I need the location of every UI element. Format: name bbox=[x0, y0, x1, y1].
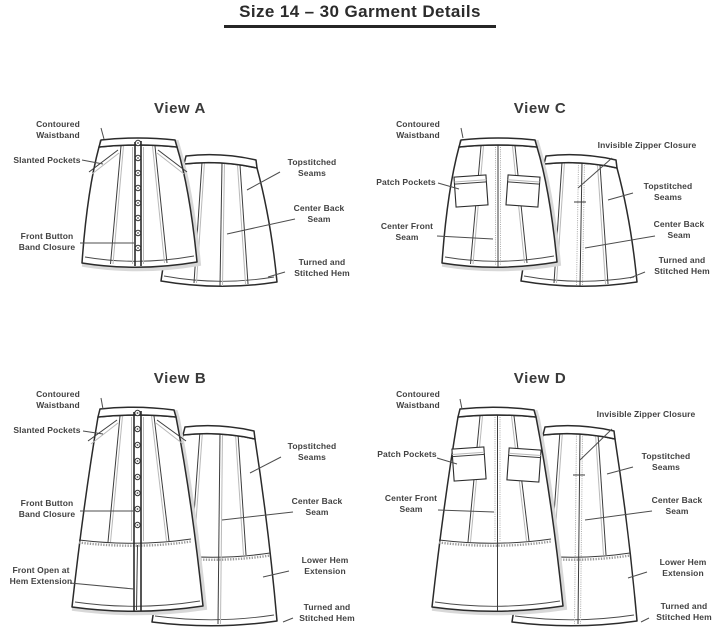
label-front-button-band-closure: Front Button Band Closure bbox=[18, 498, 76, 519]
view-a-illustration bbox=[80, 127, 296, 288]
front-skirt bbox=[431, 406, 564, 612]
leader-lines bbox=[69, 397, 294, 623]
view-b-panel: View B bbox=[0, 365, 360, 630]
patch-pocket-right bbox=[505, 174, 541, 208]
view-d-panel: View D bbox=[360, 365, 720, 630]
label-contoured-waistband: Contoured Waistband bbox=[36, 389, 80, 410]
page-title: Size 14 – 30 Garment Details bbox=[239, 2, 481, 21]
button-row bbox=[134, 409, 141, 529]
label-topstitched-seams: Topstitched Seams bbox=[287, 441, 337, 462]
front-skirt bbox=[71, 406, 204, 612]
leader-lines bbox=[436, 127, 656, 279]
label-topstitched-seams: Topstitched Seams bbox=[641, 451, 691, 472]
label-contoured-waistband: Contoured Waistband bbox=[396, 389, 440, 410]
label-center-back-seam: Center Back Seam bbox=[651, 495, 703, 516]
label-topstitched-seams: Topstitched Seams bbox=[643, 181, 693, 202]
label-turned-stitched-hem: Turned and Stitched Hem bbox=[654, 255, 710, 276]
label-center-back-seam: Center Back Seam bbox=[291, 496, 343, 517]
label-lower-hem-extension: Lower Hem Extension bbox=[301, 555, 349, 576]
button-row bbox=[134, 139, 142, 252]
leader-lines bbox=[80, 127, 296, 278]
view-d-title: View D bbox=[513, 370, 567, 387]
view-a-title: View A bbox=[154, 100, 206, 117]
patch-pocket-right bbox=[506, 447, 542, 483]
label-turned-stitched-hem: Turned and Stitched Hem bbox=[294, 257, 350, 278]
label-slanted-pockets: Slanted Pockets bbox=[13, 155, 81, 165]
view-b-illustration bbox=[69, 397, 294, 627]
leader-lines bbox=[436, 398, 653, 623]
label-lower-hem-extension: Lower Hem Extension bbox=[659, 557, 707, 578]
label-center-front-seam: Center Front Seam bbox=[384, 493, 438, 514]
view-c-title: View C bbox=[513, 100, 567, 117]
label-patch-pockets: Patch Pockets bbox=[376, 177, 436, 187]
view-a-panel: View A bbox=[0, 95, 360, 310]
view-d-illustration bbox=[431, 398, 653, 627]
label-turned-stitched-hem: Turned and Stitched Hem bbox=[656, 601, 712, 622]
view-c-panel: View C bbox=[360, 95, 720, 310]
label-contoured-waistband: Contoured Waistband bbox=[396, 119, 440, 140]
label-center-back-seam: Center Back Seam bbox=[653, 219, 705, 240]
label-contoured-waistband: Contoured Waistband bbox=[36, 119, 80, 140]
label-center-front-seam: Center Front Seam bbox=[380, 221, 434, 242]
label-invisible-zipper-closure: Invisible Zipper Closure bbox=[596, 409, 696, 419]
page-header: Size 14 – 30 Garment Details bbox=[0, 2, 720, 28]
label-center-back-seam: Center Back Seam bbox=[293, 203, 345, 224]
label-invisible-zipper-closure: Invisible Zipper Closure bbox=[597, 140, 697, 150]
patch-pocket-left bbox=[453, 174, 489, 208]
label-front-button-band-closure: Front Button Band Closure bbox=[18, 231, 76, 252]
view-c-illustration bbox=[436, 127, 656, 288]
view-b-title: View B bbox=[153, 370, 207, 387]
label-slanted-pockets: Slanted Pockets bbox=[13, 425, 81, 435]
title-underline bbox=[224, 25, 496, 28]
front-skirt bbox=[81, 137, 198, 269]
label-turned-stitched-hem: Turned and Stitched Hem bbox=[299, 602, 355, 623]
label-front-open-hem-extension: Front Open at Hem Extension bbox=[9, 565, 73, 586]
label-patch-pockets: Patch Pockets bbox=[377, 449, 437, 459]
patch-pocket-left bbox=[451, 446, 487, 482]
label-topstitched-seams: Topstitched Seams bbox=[287, 157, 337, 178]
front-skirt bbox=[441, 137, 558, 269]
